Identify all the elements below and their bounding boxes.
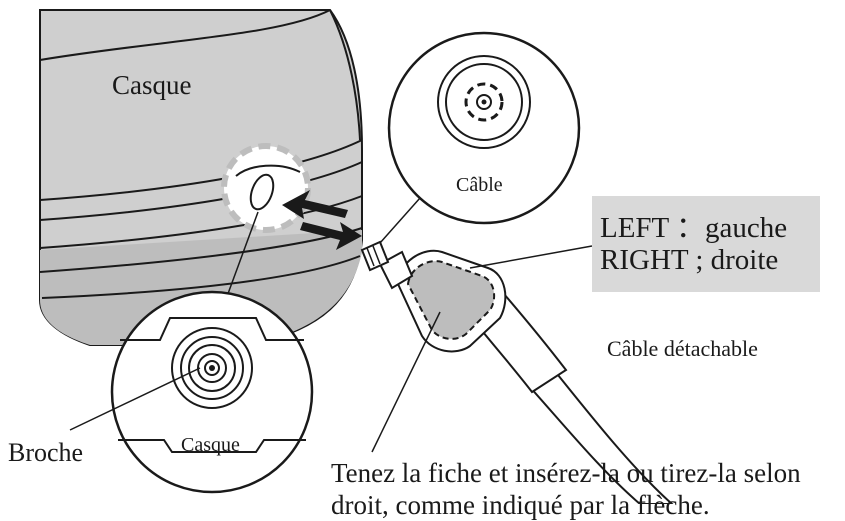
socket-pin [209,365,215,371]
socket-ring-2 [180,336,244,400]
left-label: LEFT ：gauche [600,212,788,244]
socket-ring-4 [197,353,227,383]
detachable-cable-label: Câble détachable [607,336,758,361]
earcup-label: Casque [112,70,192,100]
socket-ring-3 [188,344,236,392]
instruction-line-2: droit, comme indiqué par la flèche. [331,490,710,520]
plug-ring-1 [437,55,531,149]
insert-remove-arrows [282,190,362,250]
instruction-line-1: Tenez la fiche et insérez-la ou tirez-la… [331,458,801,488]
right-label: RIGHT ; droite [600,244,779,276]
plug-ring-dashed [464,82,504,122]
plug-ring-2 [445,63,523,141]
socket-inset [110,290,314,494]
plug-inset-label: Câble [456,174,503,196]
pin-label: Broche [8,438,84,467]
jack-opening [249,173,275,211]
plug-tip-line-2 [372,245,381,265]
pointer-line-instruction [371,311,441,453]
plug-grip-highlight [406,260,496,340]
plug-center [481,99,487,105]
socket-inset-top-band [120,317,304,341]
earcup-body [39,9,363,346]
arrow-toward-jack [282,190,348,219]
earcup-side-curve [329,9,361,141]
plug-ring-3 [476,94,492,110]
left-right-label-box [592,196,820,292]
arrow-away-jack [300,222,362,250]
detachable-cable [360,240,674,504]
plug-inset [387,31,581,225]
plug-tip [360,240,390,272]
socket-ring-5 [204,360,220,376]
pointer-line-broche [69,367,201,431]
jack-recess [235,164,301,177]
cable-tail [518,368,674,504]
earcup-rim-line-4 [39,195,363,249]
socket-ring-1 [171,327,253,409]
socket-inset-label: Casque [181,434,240,456]
pointer-line-lr-box [469,245,593,269]
earcup-rim-line-1 [39,9,331,61]
plug-tip-line-1 [366,247,375,267]
earcup-rim-line-6 [41,255,361,299]
earcup-jack [221,143,311,233]
plug-inset-circle [387,31,581,225]
headphone-cable-diagram [39,9,674,504]
socket-inset-bottom-band [118,439,306,453]
